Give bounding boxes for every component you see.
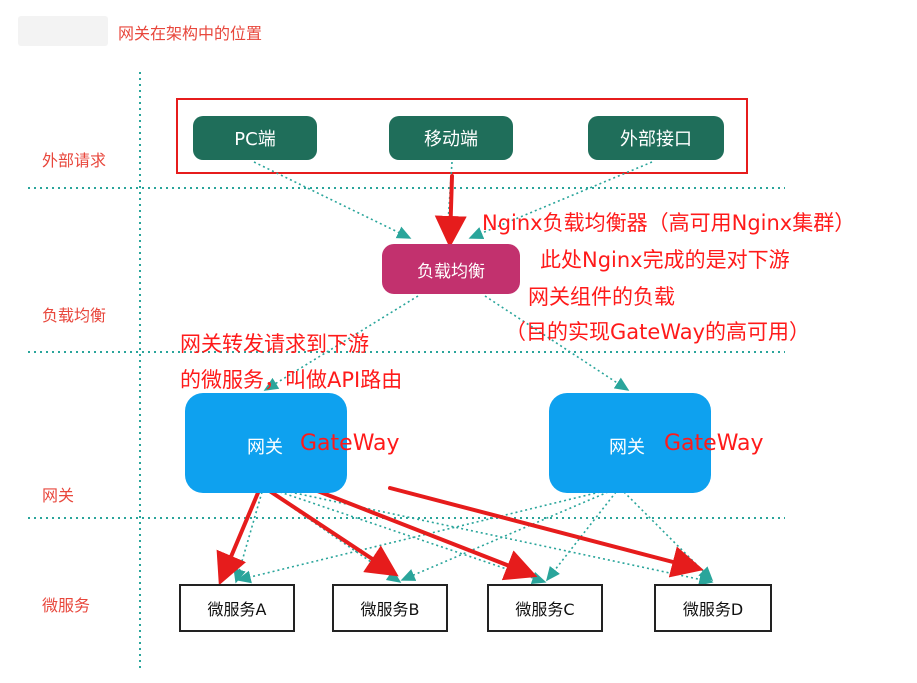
red-arrow-a <box>216 486 262 586</box>
red-arrow-c <box>313 488 538 581</box>
gateway-box-2: 网关 GateWay <box>549 393 764 493</box>
red-arrow-d <box>388 486 704 578</box>
client-pc: PC端 <box>193 116 317 160</box>
link-gw2-b <box>400 491 609 581</box>
note-nginx-line3: 网关组件的负载 <box>528 285 675 309</box>
lane-label-micro: 微服务 <box>42 596 91 615</box>
note-routing-line1: 网关转发请求到下游 <box>180 332 369 356</box>
link-gw1-a <box>233 491 263 584</box>
link-gw1-c <box>279 491 547 584</box>
clients-frame <box>176 98 748 174</box>
link-gw2-d <box>623 491 714 582</box>
client-external-api: 外部接口 <box>588 116 724 160</box>
lane-label-lb: 负载均衡 <box>42 306 107 325</box>
note-routing-line2: 的微服务，叫做API路由 <box>180 368 403 392</box>
lane-label-gateway: 网关 <box>42 486 75 505</box>
load-balancer-box: 负载均衡 <box>382 244 520 294</box>
client-mobile: 移动端 <box>389 116 513 160</box>
page-title: 网关在架构中的位置 <box>118 24 263 43</box>
link-lb-gw2 <box>484 295 630 391</box>
gateway-1-label: 网关 <box>247 437 283 458</box>
gateway-2-tag: GateWay <box>664 431 764 456</box>
service-b: 微服务B <box>332 584 448 632</box>
gateway-2-label: 网关 <box>609 437 645 458</box>
gateway-1-tag: GateWay <box>300 431 400 456</box>
lane-label-external: 外部请求 <box>42 151 107 170</box>
gateway-box-1: 网关 GateWay <box>185 393 400 493</box>
blurred-logo <box>18 16 108 46</box>
service-d: 微服务D <box>654 584 772 632</box>
note-nginx-line2: 此处Nginx完成的是对下游 <box>540 248 790 272</box>
link-gw2-a <box>236 491 601 584</box>
service-a: 微服务A <box>179 584 295 632</box>
service-c: 微服务C <box>487 584 603 632</box>
note-nginx-line1: Nginx负载均衡器（高可用Nginx集群） <box>482 211 856 235</box>
link-pc-lb <box>253 161 412 239</box>
red-arrow-lb <box>434 174 467 248</box>
red-arrow-b <box>263 486 399 577</box>
note-nginx-line4: （目的实现GateWay的高可用） <box>505 320 811 344</box>
